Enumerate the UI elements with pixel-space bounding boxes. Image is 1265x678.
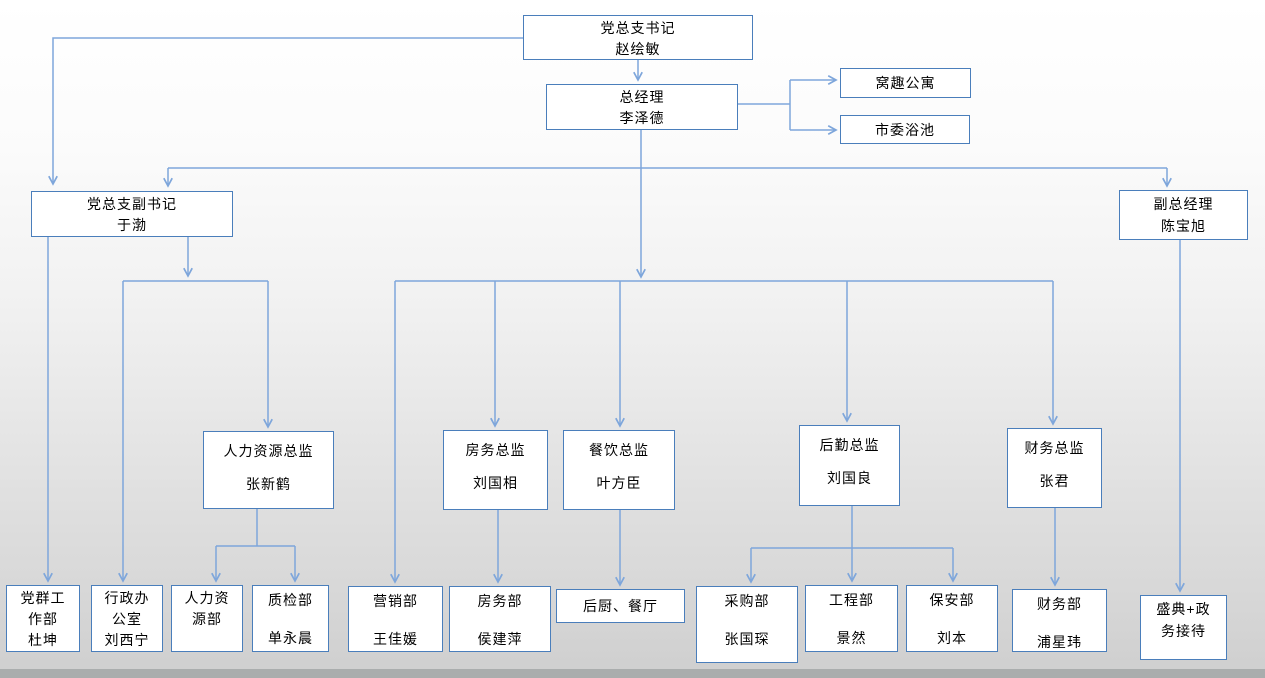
node-line: 行政办 [104, 590, 150, 606]
node-name: 刘国相 [473, 475, 518, 491]
node-title: 财务部 [1037, 596, 1082, 612]
node-line: 源部 [192, 611, 222, 627]
org-node-finance-director: 财务总监 张君 [1007, 428, 1102, 508]
node-title: 党总支书记 [600, 20, 676, 36]
node-line: 党群工 [20, 590, 66, 606]
node-name: 于渤 [117, 217, 147, 233]
org-node-hr-director: 人力资源总监 张新鹤 [203, 431, 334, 509]
org-node-deputy-gm: 副总经理 陈宝旭 [1119, 190, 1248, 240]
org-node-qc-dept: 质检部 单永晨 [252, 585, 329, 652]
node-title: 餐饮总监 [589, 442, 649, 458]
node-name: 景然 [836, 630, 867, 646]
org-node-shiwei-bath: 市委浴池 [840, 115, 970, 144]
node-name: 李泽德 [619, 110, 665, 126]
slide-bottom-edge [0, 669, 1265, 678]
node-title: 工程部 [829, 592, 874, 608]
org-node-party-masses-dept: 党群工 作部 杜坤 [6, 585, 80, 652]
node-title: 采购部 [724, 593, 770, 609]
node-title: 后勤总监 [819, 437, 880, 453]
node-title: 总经理 [619, 89, 665, 105]
org-node-finance-dept: 财务部 浦星玮 [1012, 589, 1107, 652]
org-node-general-manager: 总经理 李泽德 [546, 84, 738, 130]
org-node-woqu-apartment: 窝趣公寓 [840, 68, 971, 98]
node-title: 党总支副书记 [87, 196, 177, 212]
org-node-engineering-dept: 工程部 景然 [805, 585, 898, 652]
node-line: 作部 [28, 611, 58, 627]
org-node-purchasing-dept: 采购部 张国琛 [696, 586, 798, 663]
node-name: 赵绘敏 [615, 41, 661, 57]
node-line: 刘西宁 [104, 632, 150, 648]
org-node-housekeeping-dept: 房务部 侯建萍 [449, 586, 551, 652]
node-line: 人力资 [184, 590, 230, 606]
node-title: 房务部 [477, 593, 523, 609]
node-line: 杜坤 [28, 632, 58, 648]
node-title: 市委浴池 [875, 121, 935, 138]
node-title: 后厨、餐厅 [583, 598, 658, 614]
org-node-housekeeping-director: 房务总监 刘国相 [443, 430, 548, 510]
org-node-kitchen-dining: 后厨、餐厅 [556, 589, 685, 623]
node-title: 人力资源总监 [223, 443, 314, 459]
node-name: 单永晨 [268, 630, 313, 646]
node-name: 王佳媛 [373, 631, 418, 647]
node-name: 张君 [1039, 473, 1070, 489]
node-name: 刘国良 [827, 470, 872, 486]
org-node-security-dept: 保安部 刘本 [906, 585, 998, 652]
org-node-marketing-dept: 营销部 王佳媛 [348, 586, 443, 652]
node-title: 质检部 [268, 592, 313, 608]
org-node-secretary: 党总支书记 赵绘敏 [523, 15, 753, 60]
node-name: 张国琛 [724, 631, 770, 647]
node-title: 保安部 [929, 592, 975, 608]
node-title: 窝趣公寓 [875, 75, 936, 91]
org-node-deputy-secretary: 党总支副书记 于渤 [31, 191, 233, 237]
org-node-admin-office: 行政办 公室 刘西宁 [91, 585, 163, 652]
org-node-logistics-director: 后勤总监 刘国良 [799, 425, 900, 506]
node-name: 浦星玮 [1037, 634, 1082, 650]
node-line: 公室 [112, 611, 142, 627]
node-title: 营销部 [373, 593, 418, 609]
org-node-hr-dept: 人力资 源部 [171, 585, 243, 652]
node-name: 叶方臣 [596, 475, 642, 491]
node-name: 张新鹤 [246, 476, 291, 492]
node-name: 侯建萍 [477, 631, 523, 647]
node-title: 财务总监 [1024, 440, 1085, 456]
node-name: 陈宝旭 [1161, 218, 1206, 234]
node-line: 务接待 [1161, 623, 1206, 639]
node-line: 盛典+政 [1156, 601, 1211, 617]
org-node-ceremony-reception: 盛典+政 务接待 [1140, 595, 1227, 660]
node-title: 副总经理 [1153, 196, 1214, 212]
node-title: 房务总监 [465, 442, 526, 458]
org-node-catering-director: 餐饮总监 叶方臣 [563, 430, 675, 510]
node-name: 刘本 [937, 630, 967, 646]
